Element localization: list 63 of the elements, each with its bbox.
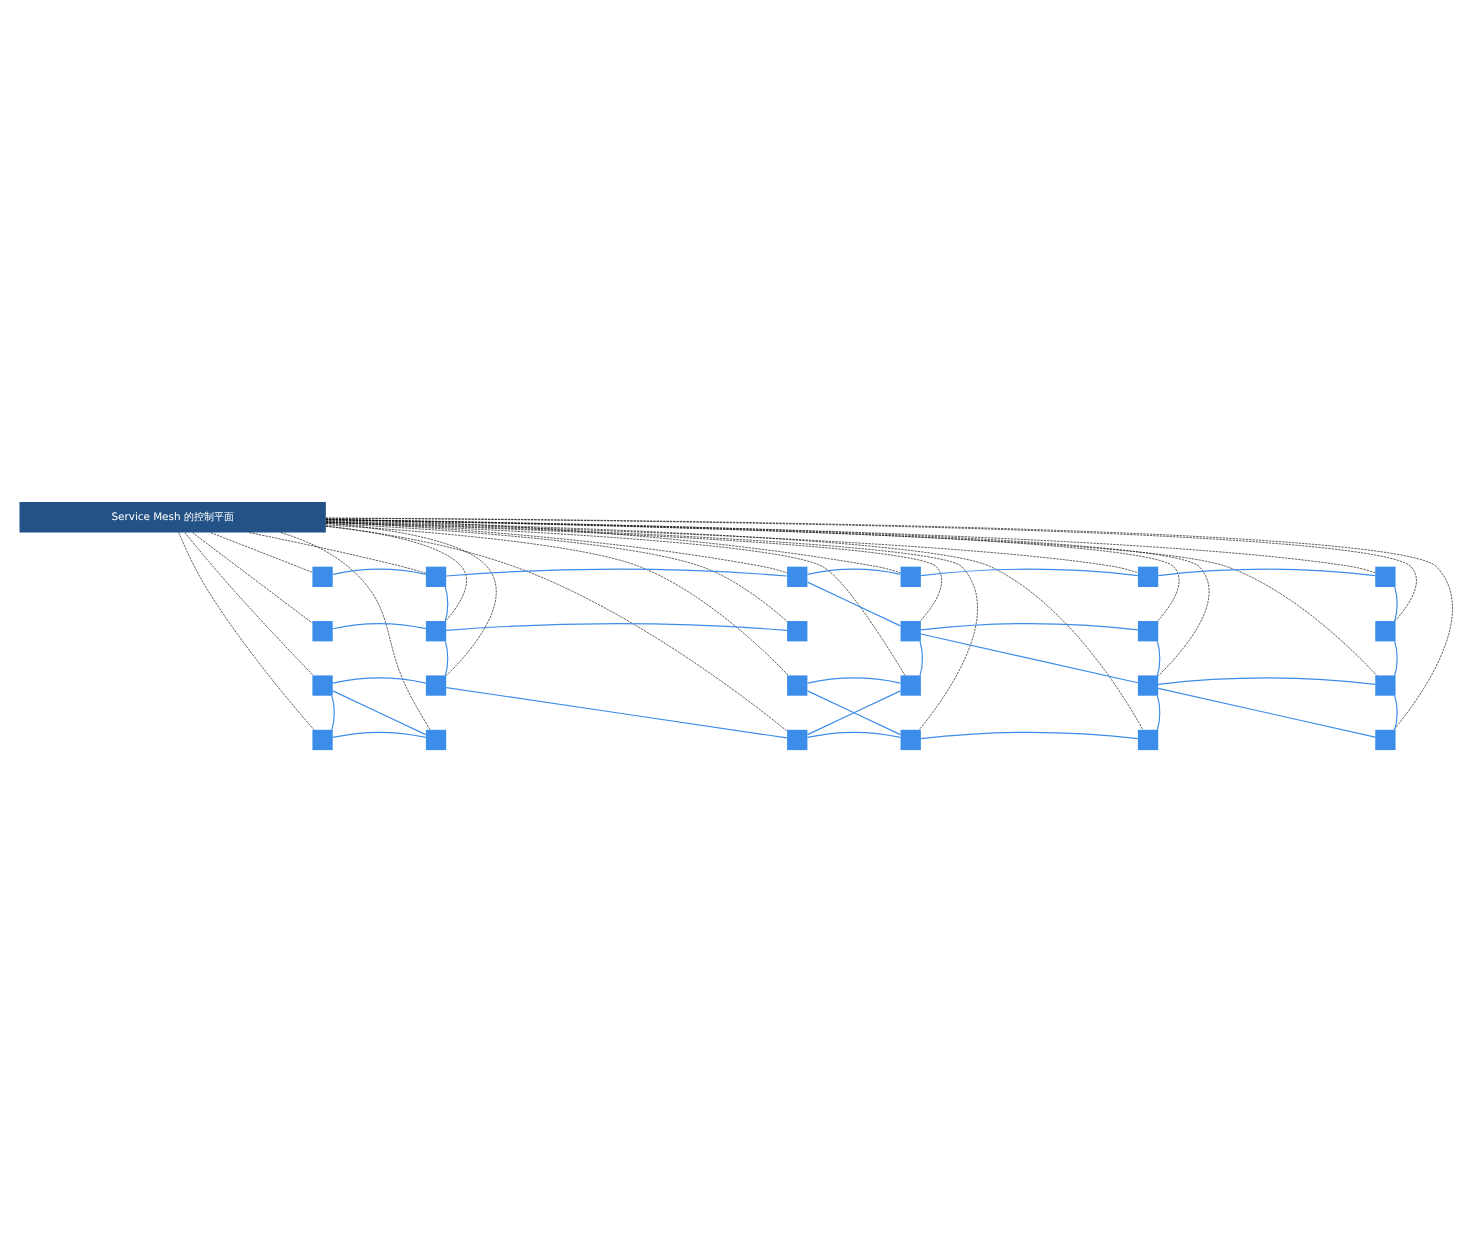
connector xyxy=(806,677,901,684)
connector xyxy=(920,568,1139,577)
connector xyxy=(331,695,335,731)
connector xyxy=(920,633,1139,684)
connector xyxy=(806,581,901,627)
node-box xyxy=(1137,729,1159,751)
node-box xyxy=(312,621,333,642)
node-box xyxy=(1375,729,1396,751)
node-box xyxy=(1137,566,1159,587)
node-box xyxy=(312,729,333,751)
node-box xyxy=(312,566,333,587)
connector xyxy=(445,686,788,739)
connector xyxy=(1156,695,1161,731)
connector xyxy=(445,568,788,577)
connector xyxy=(325,522,497,676)
connector xyxy=(325,517,1453,731)
connector xyxy=(920,731,1139,740)
connector xyxy=(1157,687,1376,738)
connector xyxy=(806,731,901,739)
node-box xyxy=(425,675,447,696)
node-box xyxy=(900,566,921,587)
node-box xyxy=(900,729,921,751)
connector xyxy=(325,519,1377,676)
node-box xyxy=(312,675,333,696)
node-box xyxy=(1137,675,1159,696)
node-box xyxy=(425,729,447,751)
connector xyxy=(332,623,427,630)
connector xyxy=(325,519,1210,677)
node-box xyxy=(425,566,447,587)
connector xyxy=(1157,677,1376,685)
connector xyxy=(1156,640,1161,676)
node-box xyxy=(1375,566,1396,587)
node-box xyxy=(787,729,808,751)
connector xyxy=(332,568,427,575)
connector xyxy=(1394,586,1398,622)
node-box xyxy=(425,621,447,642)
connector xyxy=(1394,640,1398,676)
connector xyxy=(332,731,427,739)
connector xyxy=(325,526,788,732)
node-box xyxy=(900,675,921,696)
connector xyxy=(280,532,431,730)
connector xyxy=(1157,568,1376,577)
connector xyxy=(332,690,427,736)
connector xyxy=(806,568,901,575)
connector xyxy=(920,623,1139,631)
connector xyxy=(325,524,789,676)
connector xyxy=(325,521,978,730)
node-box xyxy=(787,621,808,642)
node-box xyxy=(787,566,808,587)
node-box xyxy=(1137,621,1159,642)
connector xyxy=(1394,695,1398,731)
node-box xyxy=(900,621,921,642)
connector xyxy=(249,532,427,574)
connector xyxy=(325,522,906,676)
connector xyxy=(325,520,1144,730)
node-box xyxy=(1375,621,1396,642)
connector xyxy=(444,640,449,676)
node-box xyxy=(787,675,808,696)
node-box xyxy=(1375,675,1396,696)
connector xyxy=(444,586,449,622)
connector xyxy=(445,623,788,631)
connector xyxy=(332,677,427,684)
connector xyxy=(919,640,923,676)
